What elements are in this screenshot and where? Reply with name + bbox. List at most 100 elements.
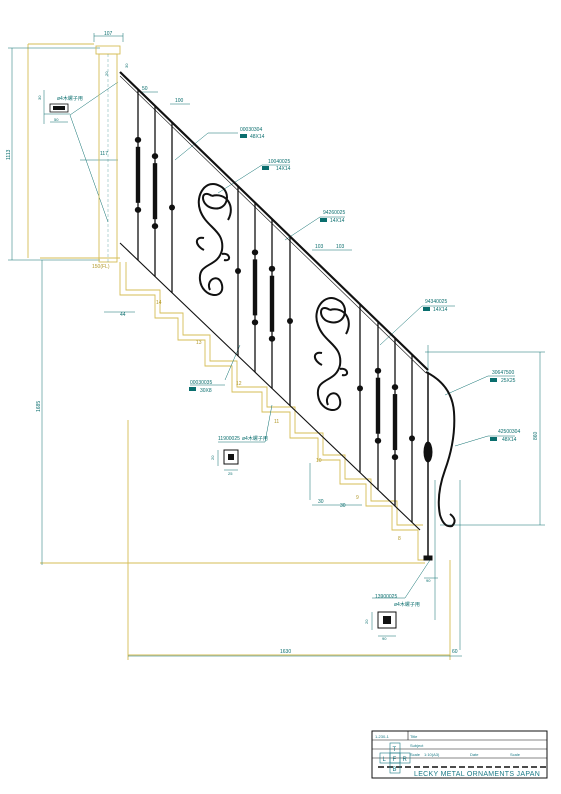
callout-10040025: 10040025 14X14 [262,159,291,172]
baluster-collar [134,206,142,213]
detail-a-height: 20 [210,455,215,460]
detail-a-code: 11900025 [218,436,240,442]
baluster-collar [151,153,159,160]
callout-30647500: 30647500 25X25 [490,370,516,384]
baluster-collar [151,223,159,230]
baluster-collar [391,454,399,461]
callout-code: 42500304 [498,429,520,435]
top-dim-1: 50 [142,86,148,92]
detail-b-height: 20 [364,619,369,624]
pitch-dim-b: 103 [336,244,345,250]
tread-dim-b: 30 [340,503,346,509]
detail-b-code: 13900025 [375,594,397,600]
scale-field-label-right: Scale [510,752,521,757]
handrail [119,71,429,371]
baluster-collar [134,136,142,143]
post-height-dim: 1113 [6,149,12,160]
date-field-label: Date [470,752,479,757]
tread-dim-a: 30 [318,499,324,505]
drawing-number: 1-230-1 [375,734,390,739]
step-number: 8 [398,536,401,542]
detail-b-bolt: ø4木螺子用 [394,601,420,608]
baluster-twist [252,259,258,316]
baluster-collar [251,249,259,256]
baluster-collar [268,335,276,342]
baluster-collar [268,265,276,272]
step-number: 10 [316,458,322,464]
end-offset-dim: 60 [452,649,458,655]
baluster-collar [169,204,175,211]
balusters [134,89,415,523]
base-plate-detail-a: 11900025 ø4木螺子用 20 25 [210,435,268,476]
baluster-twist [269,275,275,332]
subject-field-label: Subject [410,743,424,748]
callout-code: 10040025 [268,159,290,165]
bottom-rail [119,242,421,531]
callout-94260025: 94260025 14X14 [320,210,345,224]
callout-42500304: 42500304 48X14 [490,429,520,443]
baluster-collar [374,367,382,374]
end-volute [425,371,456,528]
scale-field-label: Scale [410,752,421,757]
detail-a-bolt: ø4木螺子用 [242,435,268,442]
newel-dim-c: 117 [100,151,108,157]
total-height-dim: 1685 [36,401,42,412]
post-offset-dim: 20 [104,71,109,76]
baluster-collar [409,435,415,442]
railing [119,71,456,561]
callout-code: 94340025 [425,299,447,305]
newel-bolt-detail: ø4木螺子用 30 50 [37,90,83,124]
callout-code: 00030035 [190,380,212,386]
title-field-label: Title [410,734,418,739]
scroll-panel-lower [313,297,350,411]
step-number: 12 [236,381,242,387]
riser-left-dim: 44 [120,312,126,318]
top-dim-2: 100 [175,98,184,104]
dimension-text: 107 30 20 1113 150(FL) 117 50 100 103 10… [6,31,539,655]
step-number: 11 [274,419,279,425]
newel-dim-a: 30 [37,95,42,100]
stair-outline [27,43,451,660]
post-width-dim: 107 [104,31,113,37]
baluster-collar [251,319,259,326]
baluster-twist [135,146,141,203]
view-letter-r: R [403,757,408,763]
view-letter-grid [379,742,411,774]
callout-code: 00030304 [240,127,262,133]
callout-code: 94260025 [323,210,345,216]
scale-value: 1:10(A3) [424,752,440,757]
callout-labels: 00030304 48X14 10040025 14X14 94260025 1… [189,127,520,443]
total-width-dim: 1630 [280,649,291,655]
newel-dim-b: 50 [54,117,59,122]
callout-code: 30647500 [492,370,514,376]
callout-size: 14X14 [433,307,448,313]
pitch-dim-a: 103 [315,244,324,250]
callout-00030304: 00030304 48X14 [240,127,265,140]
post-cap-dim: 30 [124,63,129,68]
callout-size: 30X8 [200,388,212,394]
post-base-label: 150(FL) [92,264,110,270]
callout-00030035: 00030035 30X8 [189,380,212,394]
step-number: 9 [356,495,359,501]
base-plate-detail-b: 13900025 ø4木螺子用 20 90 90 [364,577,438,641]
callout-94340025: 94340025 14X14 [423,299,448,313]
step-numbers: 14 13 12 11 10 9 8 [156,300,401,542]
company-name: LECKY METAL ORNAMENTS JAPAN [414,771,540,778]
step-number: 14 [156,300,162,306]
newel-bolt-label: ø4木螺子用 [57,95,83,102]
detail-b-width: 90 [382,636,387,641]
baluster-twist [375,377,381,434]
step-number: 13 [196,340,202,346]
callout-size: 14X14 [330,218,345,224]
baluster-collar [357,385,363,392]
newel-ornament [423,441,433,463]
callout-size: 25X25 [501,378,516,384]
detail-a-width: 25 [228,471,233,476]
detail-b-base: 90 [426,578,431,583]
view-letter-t: T [393,747,397,753]
callout-size: 48X14 [250,134,265,140]
title-block: 1-230-1 Title Subject Scale 1:10(A3) Dat… [371,730,548,779]
baluster-collar [374,437,382,444]
scroll-panel-upper [195,183,232,296]
